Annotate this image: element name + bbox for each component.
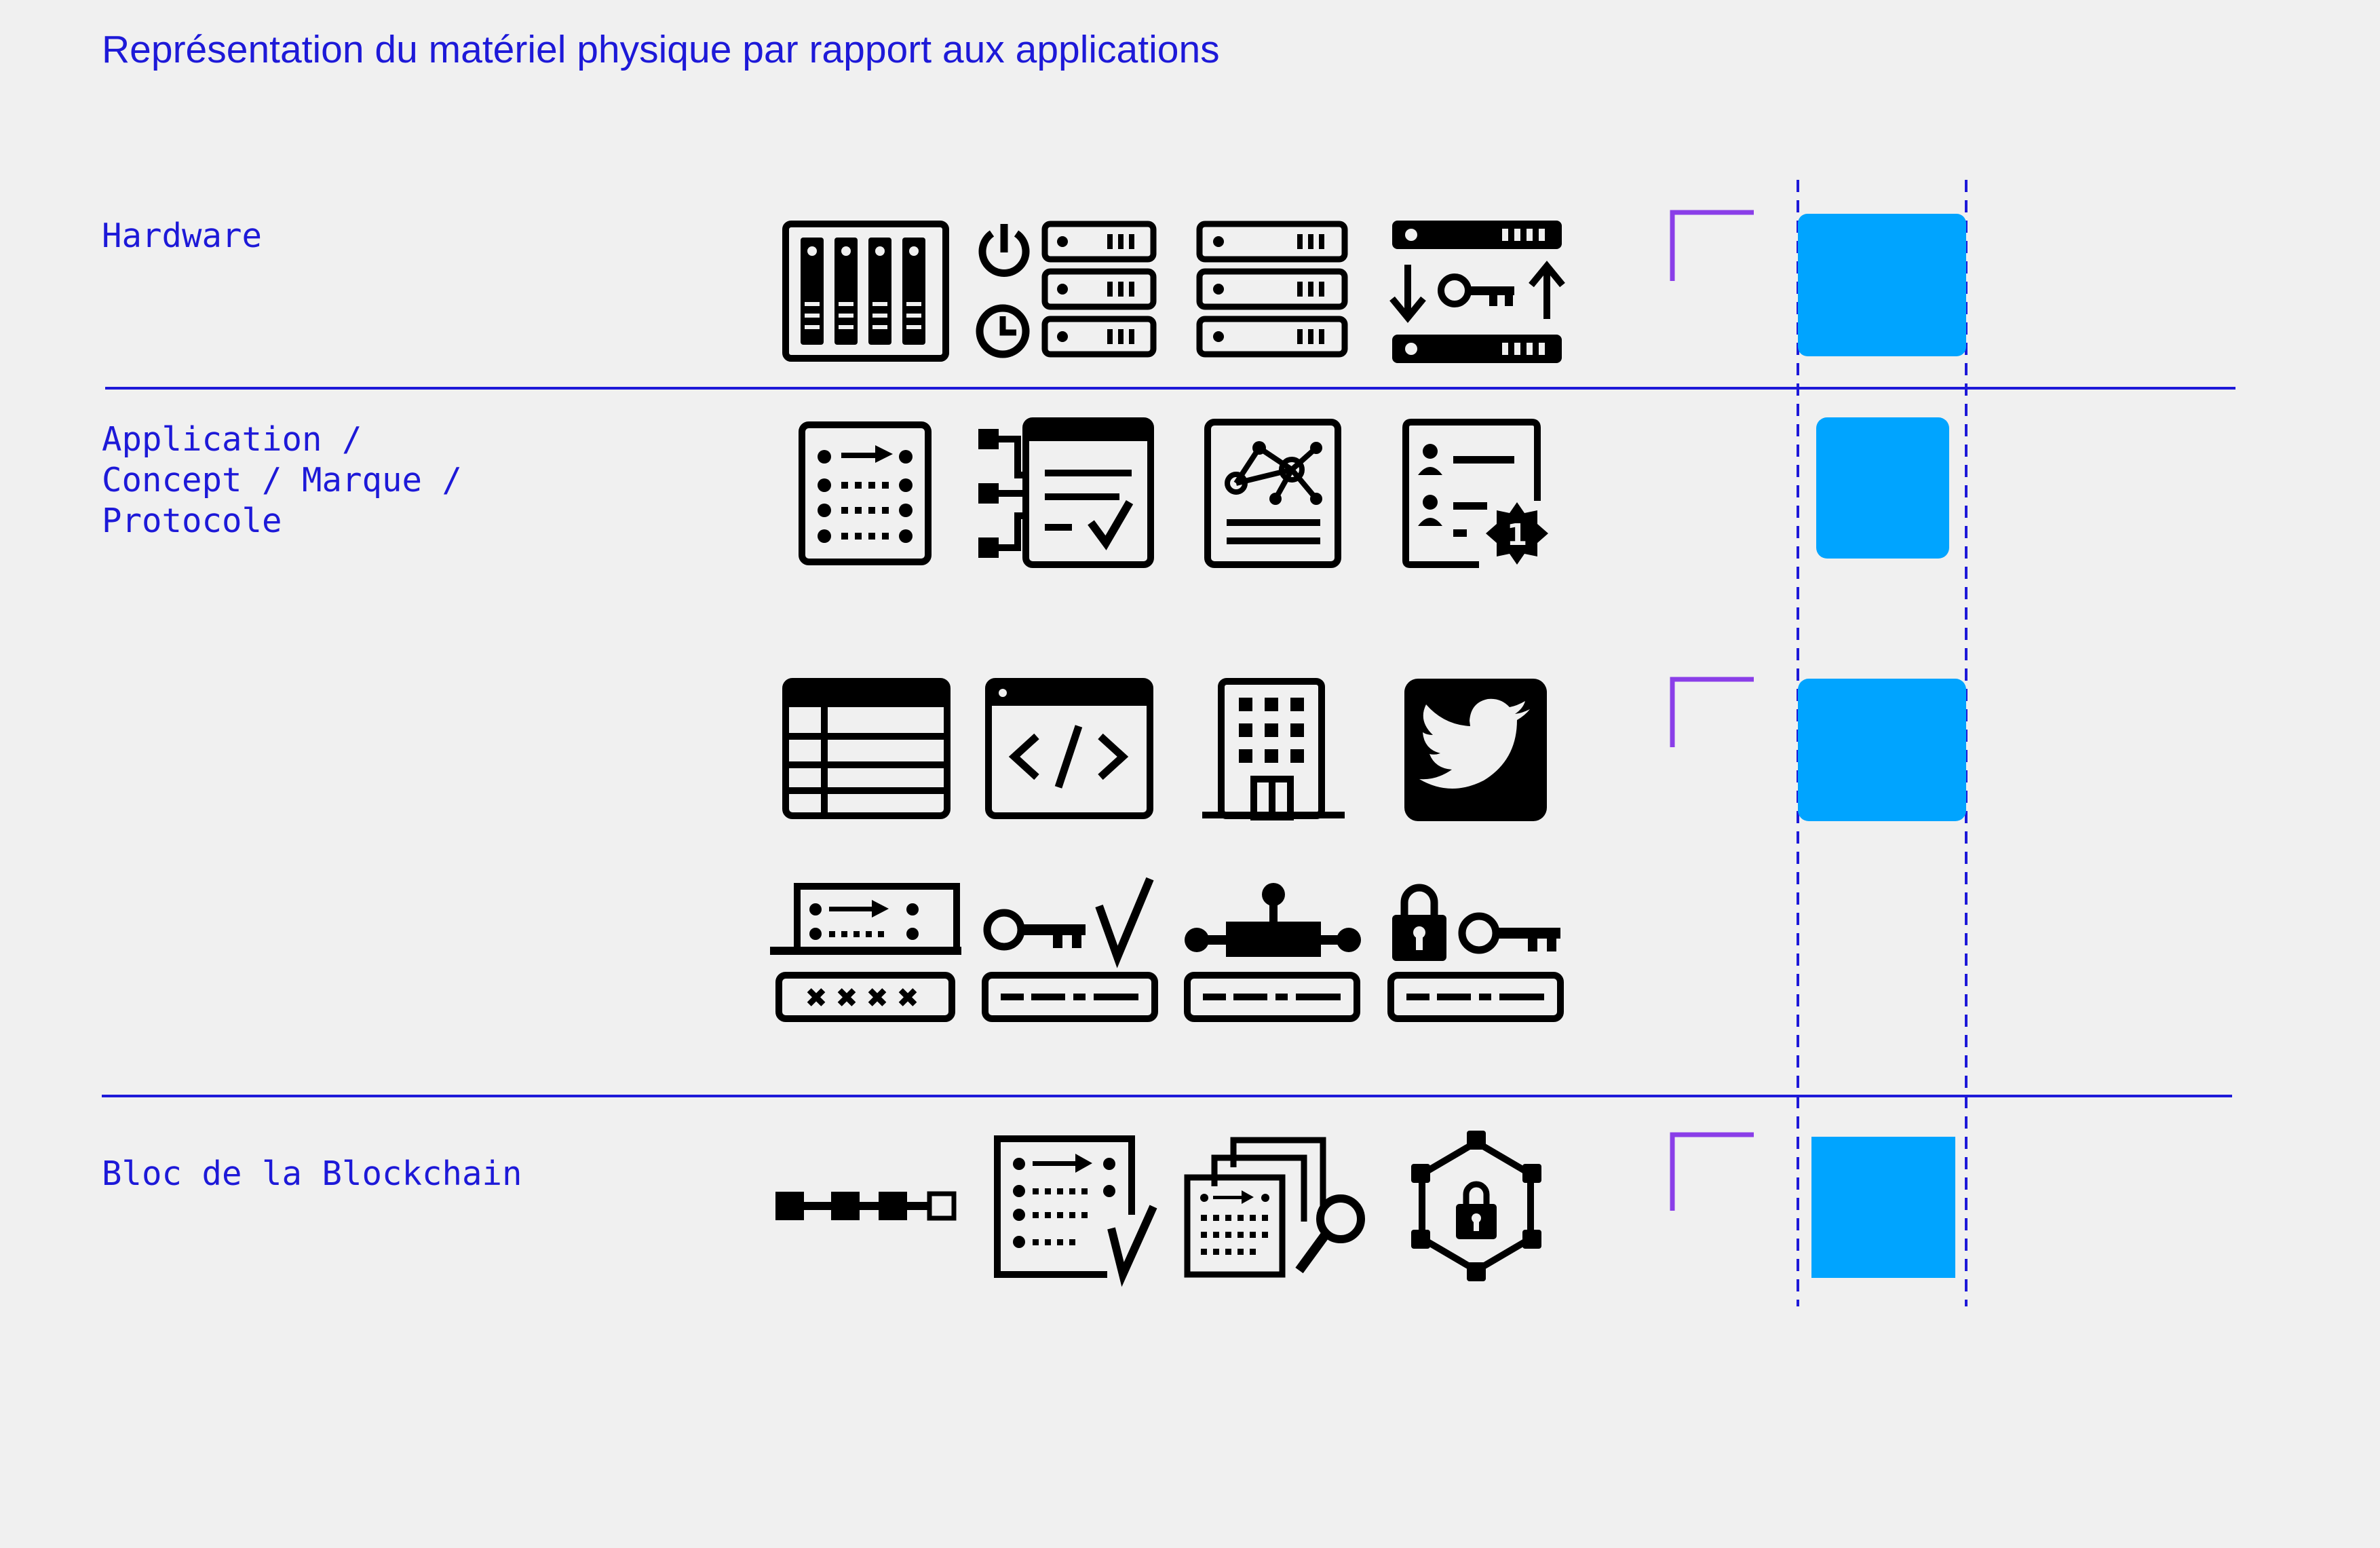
building-icon bbox=[1202, 678, 1345, 820]
block-chain-icon bbox=[775, 1191, 957, 1221]
corner-marker bbox=[1670, 677, 1754, 747]
certificate-number: 1 bbox=[1507, 518, 1528, 552]
password-ledger-icon: ✖✖✖✖ bbox=[770, 883, 961, 1022]
key-exchange-server-icon bbox=[1389, 221, 1565, 363]
lock-key-icon bbox=[1387, 884, 1564, 1022]
hardware-square bbox=[1798, 214, 1966, 356]
identity-certificate-icon: 1 bbox=[1402, 419, 1548, 568]
blockchain-ledger-icon bbox=[799, 421, 932, 565]
section-label-application: Application / Concept / Marque / Protoco… bbox=[102, 420, 463, 540]
corner-marker bbox=[1670, 1132, 1754, 1211]
transaction-node-icon bbox=[1184, 883, 1361, 1022]
svg-text:✖: ✖ bbox=[835, 983, 858, 1014]
corner-marker bbox=[1670, 210, 1754, 281]
key-verified-icon bbox=[982, 877, 1158, 1022]
table-icon bbox=[782, 678, 951, 819]
application-square bbox=[1798, 679, 1966, 821]
page-title: Représentation du matériel physique par … bbox=[102, 28, 1220, 71]
network-document-icon bbox=[1204, 419, 1341, 568]
twitter-icon bbox=[1404, 679, 1547, 821]
ledger-search-icon bbox=[1184, 1137, 1365, 1278]
blockchain-square bbox=[1811, 1137, 1955, 1278]
svg-text:✖: ✖ bbox=[896, 983, 919, 1014]
section-label-hardware: Hardware bbox=[102, 216, 263, 255]
verified-ledger-icon bbox=[994, 1135, 1157, 1287]
secure-network-icon bbox=[1411, 1131, 1541, 1281]
section-label-blockchain: Bloc de la Blockchain bbox=[102, 1154, 522, 1193]
server-stack-icon bbox=[1196, 221, 1348, 358]
server-rack-icon bbox=[782, 221, 949, 362]
application-square bbox=[1816, 417, 1949, 559]
smart-contract-icon bbox=[978, 417, 1154, 568]
power-schedule-servers-icon bbox=[976, 221, 1157, 358]
code-window-icon bbox=[985, 678, 1153, 819]
svg-text:✖: ✖ bbox=[805, 983, 828, 1014]
svg-text:✖: ✖ bbox=[866, 983, 889, 1014]
